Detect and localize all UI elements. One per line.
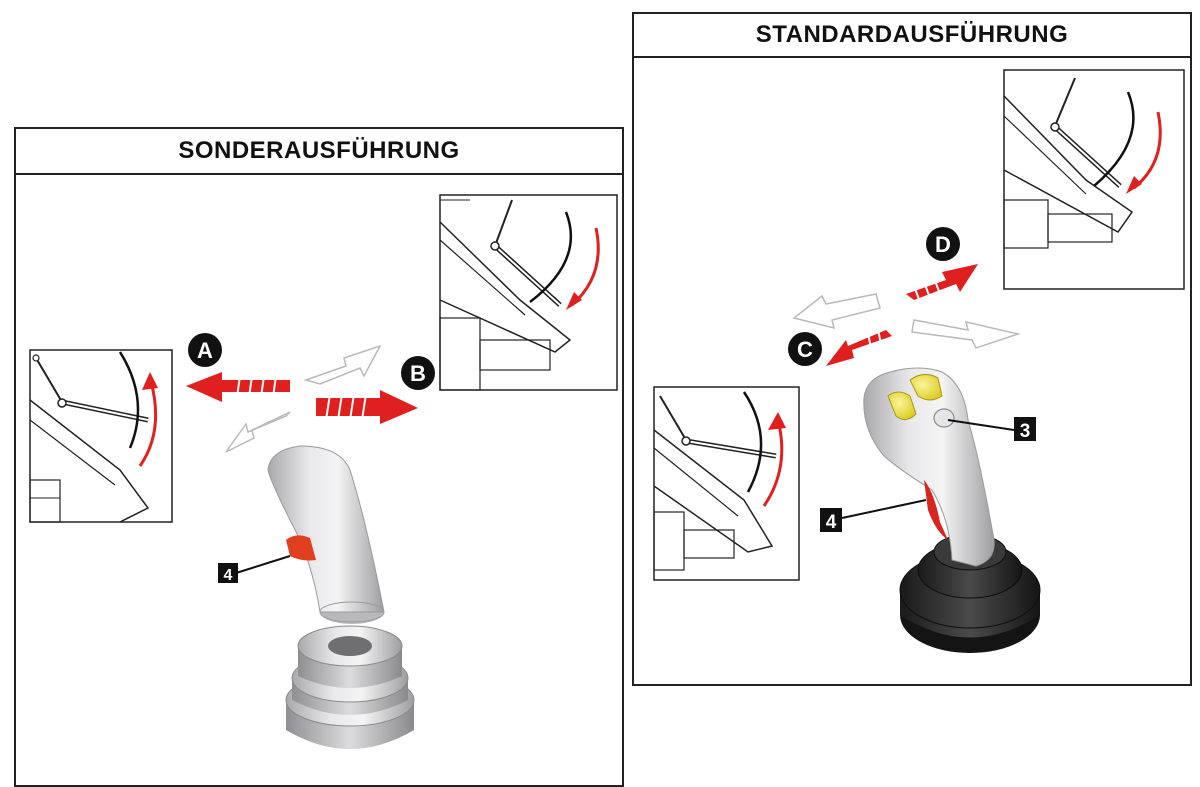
svg-text:A: A bbox=[197, 338, 213, 363]
arrow-a-red bbox=[186, 372, 290, 404]
inset-right-lower-mechanism bbox=[654, 387, 799, 580]
svg-text:C: C bbox=[797, 337, 813, 362]
svg-text:D: D bbox=[935, 232, 951, 257]
svg-text:3: 3 bbox=[1020, 421, 1031, 442]
arrow-d-red bbox=[906, 264, 978, 302]
marker-b: B bbox=[401, 356, 435, 390]
arrow-outline-up-right bbox=[306, 346, 380, 384]
arrow-outline-right bbox=[912, 320, 1018, 348]
svg-text:4: 4 bbox=[224, 567, 233, 584]
marker-c: C bbox=[788, 332, 822, 366]
callout-right-4: 4 bbox=[820, 500, 926, 533]
callout-left-4: 4 bbox=[218, 556, 290, 584]
svg-text:B: B bbox=[410, 361, 426, 386]
arrow-outline-down-left bbox=[226, 412, 290, 452]
inset-left-lower-mechanism bbox=[440, 195, 617, 390]
inset-left-upper-mechanism bbox=[30, 350, 172, 522]
marker-d: D bbox=[926, 227, 960, 261]
inset-right-upper-mechanism bbox=[1004, 70, 1184, 289]
joystick-sonderausfuehrung bbox=[268, 446, 414, 749]
svg-text:4: 4 bbox=[826, 512, 837, 533]
marker-a: A bbox=[188, 333, 222, 367]
arrow-b-red bbox=[316, 390, 418, 424]
arrow-outline-left bbox=[794, 294, 880, 328]
joystick-standardausfuehrung bbox=[864, 368, 1040, 653]
arrow-c-red bbox=[826, 330, 892, 366]
